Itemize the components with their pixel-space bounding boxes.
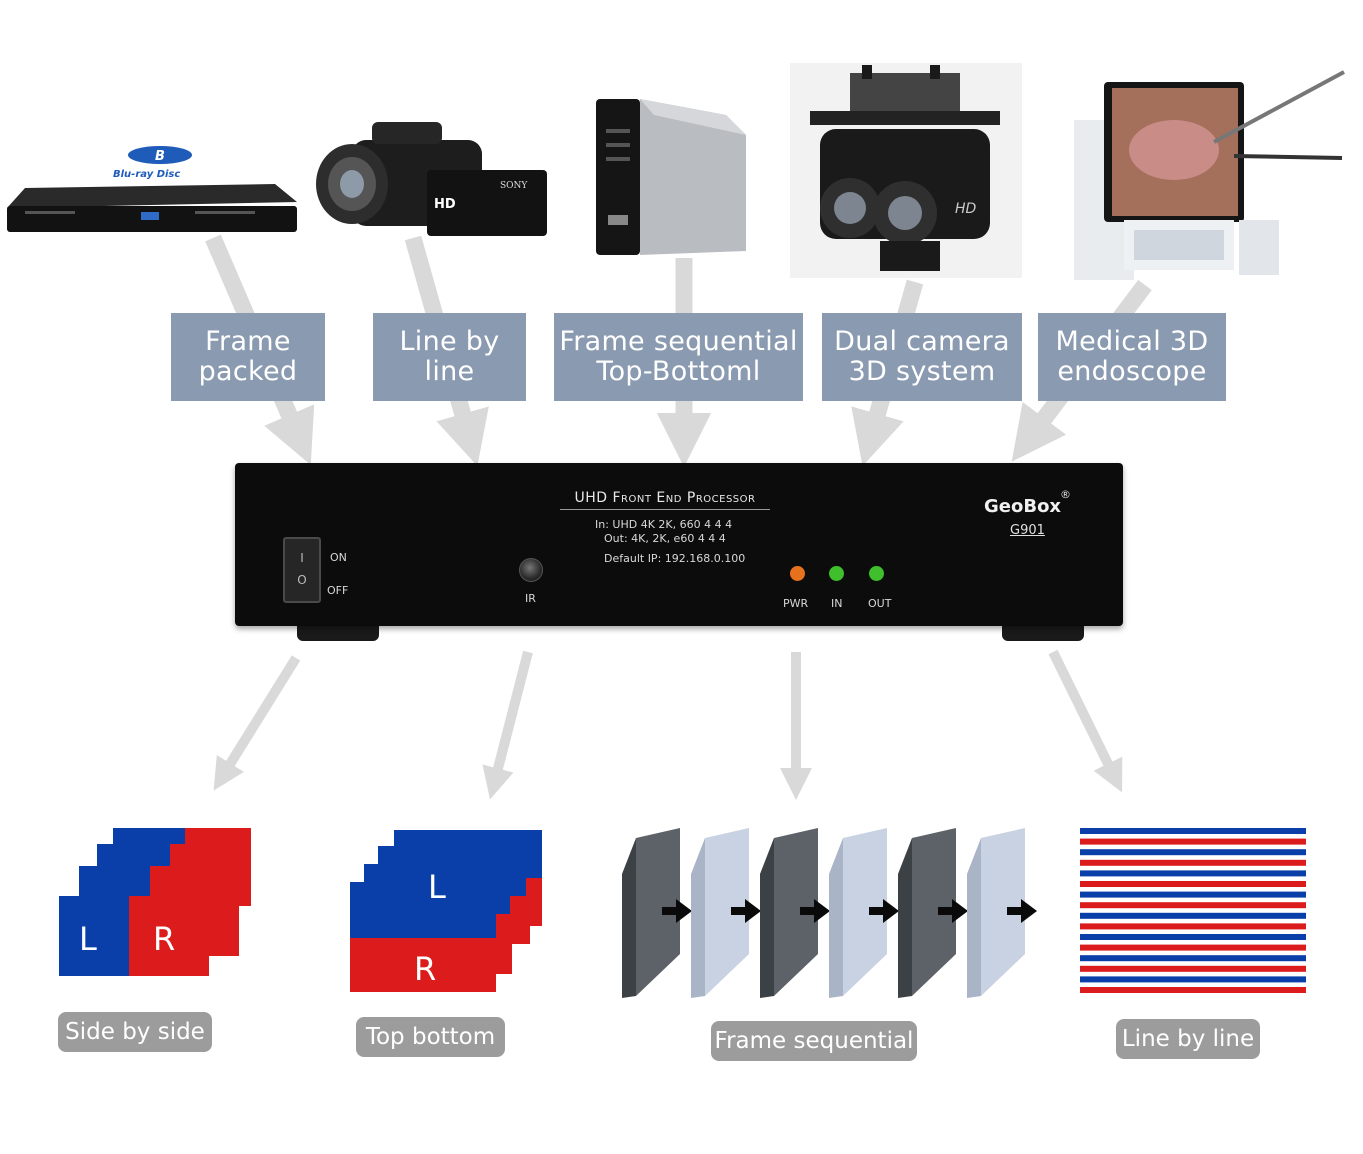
frame-left-panel bbox=[912, 828, 956, 996]
tb-front-bottom bbox=[350, 938, 496, 992]
frame-panel-edge bbox=[898, 838, 912, 998]
camcorder-hd-badge: HD bbox=[434, 197, 456, 212]
dual-camera-hd-badge: HD bbox=[955, 201, 977, 217]
right-eye-line bbox=[1080, 838, 1306, 845]
right-eye-line bbox=[1080, 987, 1306, 993]
source-label-frame-sequential: Frame sequential Top-Bottoml bbox=[554, 313, 803, 401]
frame-sequence-arrow-icon bbox=[869, 899, 899, 923]
frame-right-panel bbox=[843, 828, 887, 996]
tb-front-side bbox=[496, 914, 512, 974]
frame-left-panel bbox=[636, 828, 680, 996]
source-label-line-by-line: Line by line bbox=[373, 313, 526, 401]
right-eye-line bbox=[1080, 923, 1306, 930]
output-label-frame-sequential: Frame sequential bbox=[711, 1021, 917, 1061]
sbs-layer-3-right bbox=[150, 866, 251, 896]
frame-panel-edge bbox=[967, 838, 981, 998]
right-eye-line bbox=[1080, 902, 1306, 909]
left-eye-line bbox=[1080, 870, 1306, 877]
sbs-front-step-1 bbox=[209, 896, 239, 956]
right-eye-line bbox=[1080, 881, 1306, 887]
media-server-icon bbox=[596, 99, 746, 255]
side-by-side-diagram: L R bbox=[59, 828, 251, 976]
frame-panel-edge bbox=[760, 838, 774, 998]
sbs-front-right bbox=[129, 896, 209, 976]
in-led-label: IN bbox=[831, 597, 843, 610]
output-label-line-by-line: Line by line bbox=[1116, 1019, 1260, 1059]
out-led-label: OUT bbox=[868, 597, 892, 610]
out-led-icon bbox=[869, 566, 884, 581]
frame-left-panel bbox=[774, 828, 818, 996]
arrow-line-by-line-out bbox=[1048, 649, 1123, 793]
processor-input-spec: In: UHD 4K 2K, 660 4 4 4 bbox=[595, 518, 733, 531]
source-label-medical-endoscope: Medical 3D endoscope bbox=[1038, 313, 1226, 401]
frame-sequence-arrow-icon bbox=[1007, 899, 1037, 923]
brand-name: GeoBox bbox=[984, 496, 1062, 517]
model-number: G901 bbox=[1010, 523, 1045, 538]
processor-foot-left bbox=[297, 626, 379, 641]
frame-panel-edge bbox=[829, 838, 843, 998]
blu-ray-brand-text: Blu-ray Disc bbox=[113, 169, 180, 180]
brand-registered-mark: ® bbox=[1060, 488, 1071, 501]
sbs-right-letter: R bbox=[153, 920, 175, 958]
left-eye-line bbox=[1080, 828, 1306, 834]
sbs-front-left bbox=[59, 896, 129, 976]
frame-sequence-arrow-icon bbox=[731, 899, 761, 923]
tb-bottom-letter: R bbox=[414, 950, 436, 988]
frame-sequence-arrow-icon bbox=[938, 899, 968, 923]
frame-sequential-diagram bbox=[622, 828, 1037, 998]
switch-on-mark: I bbox=[300, 551, 304, 565]
camcorder-icon: HD SONY bbox=[316, 122, 547, 236]
frame-sequence-arrow-icon bbox=[800, 899, 830, 923]
source-label-dual-camera: Dual camera 3D system bbox=[822, 313, 1022, 401]
left-eye-line bbox=[1080, 849, 1306, 856]
switch-off-label: OFF bbox=[327, 584, 349, 597]
frame-right-panel bbox=[705, 828, 749, 996]
processor-foot-right bbox=[1002, 626, 1084, 641]
frame-panel-edge bbox=[622, 838, 636, 998]
processor-title: UHD Front End Processor bbox=[560, 490, 770, 510]
frame-sequence-arrow-icon bbox=[662, 899, 692, 923]
pwr-led-label: PWR bbox=[783, 597, 809, 610]
processor-unit: I O ON OFF IR UHD Front End Processor In… bbox=[235, 463, 1123, 626]
frame-panel-edge bbox=[691, 838, 705, 998]
source-label-frame-packed: Frame packed bbox=[171, 313, 325, 401]
right-eye-line bbox=[1080, 965, 1306, 972]
left-eye-line bbox=[1080, 955, 1306, 962]
arrow-side-by-side-out bbox=[213, 655, 301, 791]
arrow-top-bottom-out bbox=[482, 650, 533, 800]
processor-output-spec: Out: 4K, 2K, e60 4 4 4 bbox=[604, 532, 726, 545]
tb-right-mid bbox=[510, 896, 530, 944]
line-by-line-diagram bbox=[1080, 828, 1306, 993]
in-led-icon bbox=[829, 566, 844, 581]
right-eye-line bbox=[1080, 944, 1306, 951]
sbs-layer-2-right bbox=[170, 844, 251, 868]
left-eye-line bbox=[1080, 976, 1306, 983]
left-eye-line bbox=[1080, 934, 1306, 940]
frame-right-panel bbox=[981, 828, 1025, 996]
dual-camera-rig-icon: HD bbox=[790, 63, 1022, 278]
output-label-top-bottom: Top bottom bbox=[356, 1017, 505, 1057]
ir-label: IR bbox=[525, 592, 536, 605]
tb-front-top bbox=[350, 882, 496, 938]
pwr-led-icon bbox=[790, 566, 805, 581]
left-eye-line bbox=[1080, 912, 1306, 919]
right-eye-line bbox=[1080, 859, 1306, 866]
sbs-front-step-2 bbox=[239, 866, 251, 906]
switch-on-label: ON bbox=[330, 551, 347, 564]
blu-ray-player-icon: B Blu-ray Disc bbox=[7, 146, 297, 232]
left-eye-line bbox=[1080, 891, 1306, 898]
svg-text:B: B bbox=[155, 149, 165, 164]
switch-off-mark: O bbox=[297, 573, 307, 587]
tb-top-letter: L bbox=[428, 868, 446, 906]
top-bottom-diagram: L R bbox=[350, 830, 542, 992]
camcorder-brand-text: SONY bbox=[500, 181, 528, 191]
processor-default-ip: Default IP: 192.168.0.100 bbox=[604, 552, 746, 565]
sbs-left-letter: L bbox=[79, 920, 97, 958]
endoscope-monitor-icon bbox=[1074, 70, 1345, 280]
power-switch[interactable]: I O bbox=[283, 537, 321, 603]
output-label-side-by-side: Side by side bbox=[58, 1012, 212, 1052]
ir-sensor-icon bbox=[519, 558, 543, 582]
